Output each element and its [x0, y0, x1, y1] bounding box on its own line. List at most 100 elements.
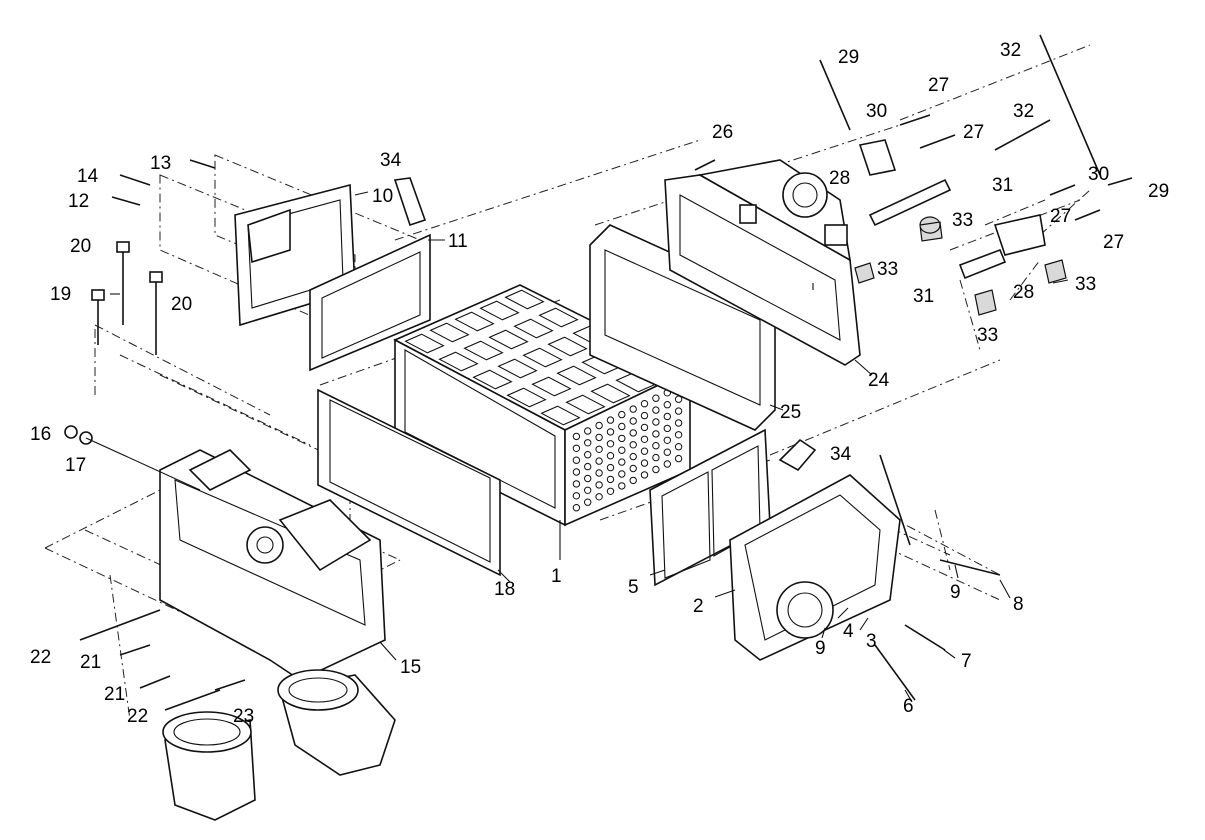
core-cell: [547, 336, 588, 357]
core-hole: [584, 439, 592, 447]
core-hole: [606, 487, 615, 495]
core-cell: [488, 329, 529, 350]
callout-33c: 33: [1075, 274, 1096, 295]
part-25-gasket: [589, 224, 776, 431]
callout-28b: 28: [1013, 282, 1034, 303]
callout-8: 8: [1013, 594, 1024, 615]
core-hole: [652, 406, 660, 414]
core-hole: [606, 440, 615, 448]
callout-22b: 22: [127, 706, 148, 727]
callout-17: 17: [65, 455, 86, 476]
core-hole: [674, 431, 683, 439]
callout-33d: 33: [977, 325, 998, 346]
core-hole: [629, 464, 637, 473]
core-cell: [454, 311, 495, 332]
callout-7: 7: [961, 651, 972, 672]
core-cell: [506, 387, 547, 408]
core-cell: [497, 358, 538, 379]
core-hole: [606, 475, 615, 484]
callout-29b: 29: [1148, 181, 1169, 202]
core-hole: [640, 411, 649, 420]
core-hole: [640, 400, 649, 408]
core-hole: [629, 429, 637, 437]
callout-30a: 30: [866, 101, 887, 122]
callout-32a: 32: [1000, 40, 1021, 61]
core-cell: [513, 318, 554, 339]
core-hole: [674, 443, 683, 451]
callout-34b: 34: [830, 444, 852, 465]
core-hole: [618, 446, 626, 454]
callout-27c: 27: [1050, 206, 1071, 227]
callout-27a: 27: [928, 75, 949, 96]
part-24-right-header: [664, 159, 861, 366]
core-hole: [584, 427, 592, 435]
core-hole: [606, 463, 615, 472]
callout-22a: 22: [30, 647, 51, 668]
core-hole: [584, 451, 592, 459]
callout-19: 19: [50, 284, 71, 305]
callout-16: 16: [30, 424, 51, 445]
core-hole: [663, 424, 671, 433]
core-hole: [572, 480, 581, 488]
core-hole: [652, 394, 660, 402]
core-hole: [595, 493, 603, 501]
callout-18: 18: [494, 579, 515, 600]
core-cell: [531, 376, 572, 397]
callout-13: 13: [150, 153, 171, 174]
callout-9a: 9: [950, 582, 961, 603]
callout-28a: 28: [829, 168, 850, 189]
core-hole: [618, 422, 626, 431]
callout-14: 14: [77, 166, 99, 187]
core-hole: [652, 430, 660, 438]
core-hole: [606, 452, 615, 460]
core-cell: [479, 300, 520, 321]
callout-29a: 29: [838, 47, 859, 68]
core-cell: [472, 369, 513, 390]
core-hole: [595, 457, 603, 465]
core-hole: [663, 401, 671, 409]
callout-15: 15: [400, 657, 421, 678]
core-hole: [629, 405, 637, 413]
callout-labels: 1 2 3 4 5 6 7 8 9 9 10 11 12 13 14 15 16…: [30, 40, 1169, 727]
callout-10: 10: [372, 186, 393, 207]
callout-21b: 21: [104, 684, 125, 705]
core-hole: [629, 441, 637, 449]
core-hole: [584, 474, 592, 483]
core-hole: [584, 486, 592, 494]
core-hole: [595, 481, 603, 489]
part-15-left-manifold: [159, 449, 386, 681]
core-hole: [640, 435, 649, 443]
core-hole: [606, 416, 615, 424]
core-hole: [572, 468, 581, 476]
core-hole: [572, 444, 581, 452]
core-hole: [584, 498, 592, 506]
core-hole: [618, 458, 626, 466]
core-hole: [652, 442, 660, 450]
core-hole: [595, 433, 603, 442]
core-hole: [629, 417, 637, 425]
callout-30b: 30: [1088, 164, 1109, 185]
callout-25: 25: [780, 402, 801, 423]
part-18-gasket: [317, 388, 501, 577]
core-cell: [565, 394, 606, 415]
callout-20b: 20: [171, 294, 192, 315]
outlet-elbow-left: [162, 711, 256, 821]
core-hole: [606, 428, 615, 436]
callout-11: 11: [448, 231, 468, 252]
core-hole: [663, 412, 671, 421]
callout-26: 26: [712, 122, 733, 143]
core-hole: [674, 454, 683, 463]
core-hole: [572, 456, 581, 464]
core-hole: [595, 445, 603, 453]
callout-33a: 33: [952, 210, 973, 231]
core-cell: [404, 333, 445, 354]
core-cell: [438, 351, 479, 372]
core-hole: [572, 504, 581, 512]
callout-32b: 32: [1013, 101, 1034, 122]
callout-1: 1: [551, 566, 562, 587]
core-hole: [595, 421, 603, 430]
core-hole: [629, 476, 637, 485]
callout-27b: 27: [963, 122, 984, 143]
core-hole: [652, 418, 660, 426]
